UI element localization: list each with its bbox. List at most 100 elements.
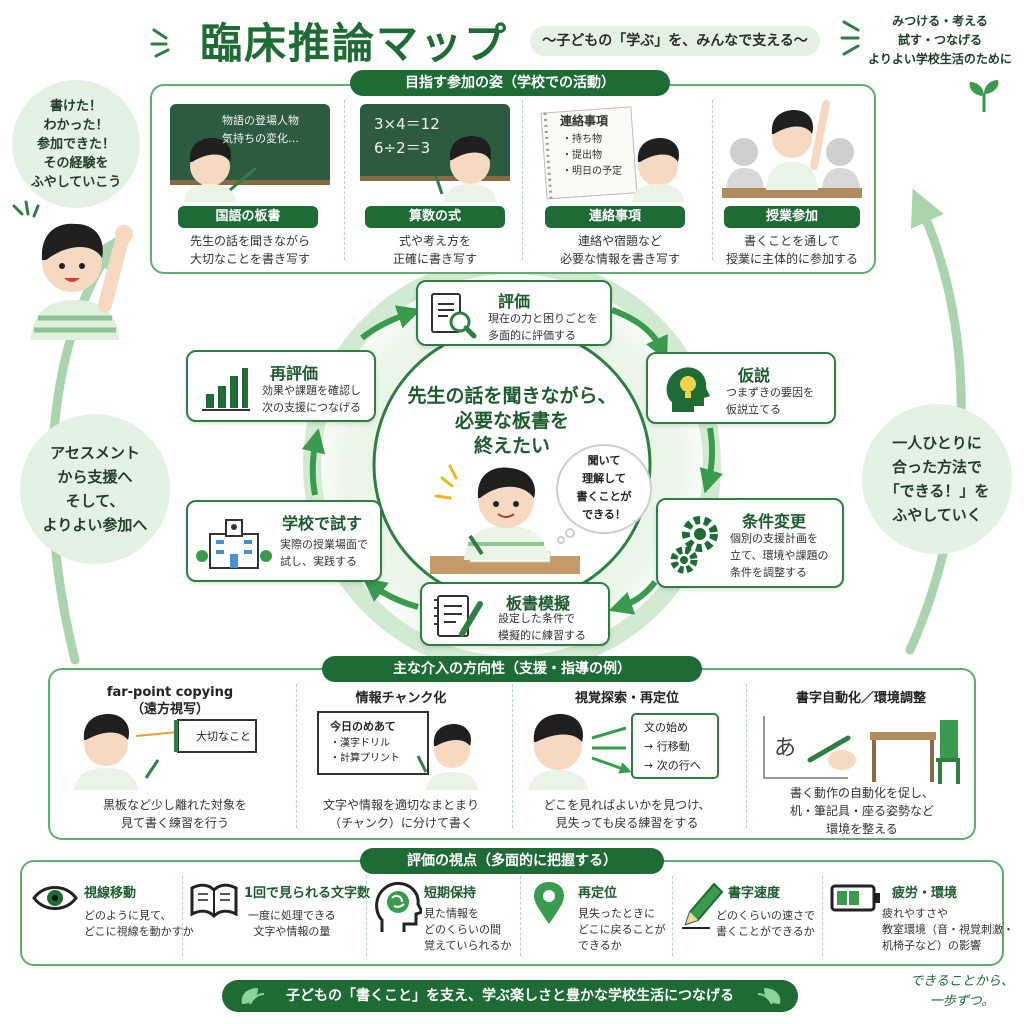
location-pin-icon xyxy=(534,882,564,924)
notice-paper-item: ・提出物 xyxy=(562,150,602,161)
automation-scene xyxy=(760,710,970,786)
viewpoint-title: 視線移動 xyxy=(84,886,137,901)
intervention-desc-visual-search: どこを見ればよいかを見つけ、 見失っても戻る練習をする xyxy=(543,798,711,830)
book-icon xyxy=(190,883,238,918)
node-desc: 実際の授業場面で 試し、実践する xyxy=(280,538,368,568)
lightbulb-head-icon xyxy=(666,367,710,412)
intervention-title-visual-search: 視覚探索・再定位 xyxy=(574,691,679,706)
cycle-node-condition-change[interactable]: 条件変更 個別の支援計画を 立て、環境や課題の 条件を調整する xyxy=(656,498,844,588)
node-desc: 個別の支援計画を 立て、環境や課題の 条件を調整する xyxy=(730,532,829,579)
participation-label-notice: 連絡事項 xyxy=(545,206,685,228)
intervention-title-far-point: far-point copying （遠方視写） xyxy=(106,685,234,717)
notebook-pencil-icon xyxy=(434,595,483,637)
node-desc: つまずきの要因を 仮説立てる xyxy=(726,386,814,416)
far-point-scene xyxy=(66,714,276,790)
brain-icon xyxy=(375,881,422,932)
footer-banner xyxy=(222,980,798,1012)
page-title: 臨床推論マップ xyxy=(200,19,509,68)
left-note-bubble: 書けた！ わかった！ 参加できた！ その経験を ふやしていこう xyxy=(12,80,140,208)
node-title: 学校で試す xyxy=(282,514,363,533)
interventions-ribbon: 主な介入の方向性（支援・指導の例） xyxy=(322,656,702,682)
chunking-board-items: ・漢字ドリル ・計算プリント xyxy=(330,736,400,766)
chunking-board-item: ・計算プリント xyxy=(330,753,400,764)
right-side-bubble: 一人ひとりに 合った方法で 「できる！」を ふやしていく xyxy=(862,404,1012,554)
left-side-bubble: アセスメント から支援へ そして、 よりよい参加へ xyxy=(20,414,170,564)
notice-paper-scene xyxy=(538,104,698,202)
viewpoint-desc: どのくらいの速さで 書くことができるか xyxy=(716,909,815,938)
notice-paper-title: 連絡事項 xyxy=(560,114,609,128)
viewpoint-desc: 疲れやすさや 教室環境（音・視覚刺激・ 机椅子など）の影響 xyxy=(882,907,1014,952)
visual-search-step: 文の始め xyxy=(644,721,688,734)
title-sparks xyxy=(148,22,188,62)
cycle-node-reassessment[interactable]: 再評価 効果や課題を確認し 次の支援につなげる xyxy=(186,350,376,422)
participation-desc-notice: 連絡や宿題など 必要な情報を書き写す xyxy=(559,234,680,266)
intervention-desc-chunking: 文字や情報を適切なまとまり （チャンク）に分けて書く xyxy=(322,798,479,830)
participation-label-math: 算数の式 xyxy=(365,206,505,228)
far-point-board-text: 大切なこと xyxy=(196,730,251,743)
battery-icon xyxy=(830,884,880,912)
viewpoint-title: 疲労・環境 xyxy=(892,886,958,901)
pencil-icon xyxy=(682,882,724,929)
japanese-board-scene xyxy=(170,104,330,202)
viewpoint-title: 書字速度 xyxy=(728,886,781,901)
chunking-board-title: 今日のめあて xyxy=(330,720,396,733)
node-desc: 現在の力と困りごとを 多面的に評価する xyxy=(488,312,598,342)
node-title: 板書模擬 xyxy=(506,594,571,613)
automation-glyph: あ xyxy=(774,736,797,761)
thought-bubble-text: 聞いて 理解して 書くことが できる！ xyxy=(576,454,632,521)
thought-bubble xyxy=(556,444,652,534)
cycle-node-board-simulation[interactable]: 板書模擬 設定した条件で 模擬的に練習する xyxy=(420,582,610,646)
viewpoint-desc: 見た情報を どのくらいの間 覚えていられるか xyxy=(424,907,512,952)
center-goal-text: 先生の話を聞きながら、 必要な板書を 終えたい xyxy=(407,385,617,457)
sprout-icon xyxy=(964,78,1004,112)
viewpoint-title: 再定位 xyxy=(578,886,618,901)
viewpoint-title: 1回で見られる文字数 xyxy=(244,886,371,901)
cycle-node-try-at-school[interactable]: 学校で試す 実際の授業場面で 試し、実践する xyxy=(186,500,382,582)
header-right-sparks xyxy=(838,16,868,60)
intervention-title-chunking: 情報チャンク化 xyxy=(355,691,447,706)
class-participation-scene xyxy=(722,96,862,202)
notice-paper-item: ・明日の予定 xyxy=(562,166,622,177)
participation-desc-japanese: 先生の話を聞きながら 大切なことを書き写す xyxy=(189,234,310,266)
node-desc: 効果や課題を確認し 次の支援につなげる xyxy=(262,384,361,414)
intervention-desc-far-point: 黒板など少し離れた対象を 見て書く練習を行う xyxy=(102,798,247,830)
chunking-board-item: ・漢字ドリル xyxy=(330,738,390,749)
visual-search-step: → 次の行へ xyxy=(644,759,701,772)
node-title: 仮説 xyxy=(738,366,771,385)
center-boy-illustration xyxy=(430,460,580,580)
header-right-note: みつける・考える 試す・つなげる よりよい学校生活のために xyxy=(868,14,1012,66)
intervention-title-automation: 書字自動化／環境調整 xyxy=(795,691,926,706)
notice-paper-item: ・持ち物 xyxy=(562,134,602,145)
visual-search-step: → 行移動 xyxy=(644,740,690,753)
participation-label-japanese: 国語の板書 xyxy=(178,206,318,228)
notice-paper-items: ・持ち物 ・提出物 ・明日の予定 xyxy=(562,132,622,180)
participation-ribbon: 目指す参加の姿（学校での活動） xyxy=(350,70,670,96)
participation-desc-math: 式や考え方を 正確に書き写す xyxy=(392,234,477,266)
school-building-icon xyxy=(196,519,272,569)
leaf-icon xyxy=(241,988,265,1005)
left-sparks xyxy=(8,200,48,230)
footer-banner-text: 子どもの「書くこと」を支え、学ぶ楽しさと豊かな学校生活につなげる xyxy=(286,988,734,1004)
viewpoints-ribbon: 評価の視点（多面的に把握する） xyxy=(360,848,664,874)
node-desc: 設定した条件で 模擬的に練習する xyxy=(498,612,586,642)
viewpoint-title: 短期保持 xyxy=(424,886,477,901)
participation-desc-class: 書くことを通して 授業に主体的に参加する xyxy=(725,234,858,266)
gears-icon xyxy=(670,516,718,574)
leaf-icon xyxy=(757,988,781,1005)
math-board-scene xyxy=(360,104,510,202)
node-title: 再評価 xyxy=(270,364,319,383)
page-subtitle: 〜子どもの「学ぶ」を、みんなで支える〜 xyxy=(530,26,820,56)
viewpoint-desc: どのように見て、 どこに視線を動かすか xyxy=(84,909,194,938)
japanese-board-text: 物語の登場人物 気持ちの変化… xyxy=(222,114,299,145)
cycle-node-assessment[interactable]: 評価 現在の力と困りごとを 多面的に評価する xyxy=(416,280,612,346)
chunking-scene xyxy=(316,710,486,790)
node-title: 評価 xyxy=(498,292,531,311)
eye-icon xyxy=(32,886,78,910)
magnifier-document-icon xyxy=(431,293,477,339)
visual-search-steps: 文の始め → 行移動 → 次の行へ xyxy=(644,718,701,775)
viewpoint-desc: 見失ったときに どこに戻ることが できるか xyxy=(578,907,666,952)
viewpoint-desc: 一度に処理できる 文字や情報の量 xyxy=(248,909,336,938)
visual-search-scene xyxy=(522,710,722,790)
cycle-node-hypothesis[interactable]: 仮説 つまずきの要因を 仮説立てる xyxy=(646,352,836,424)
bar-growth-icon xyxy=(202,368,250,411)
